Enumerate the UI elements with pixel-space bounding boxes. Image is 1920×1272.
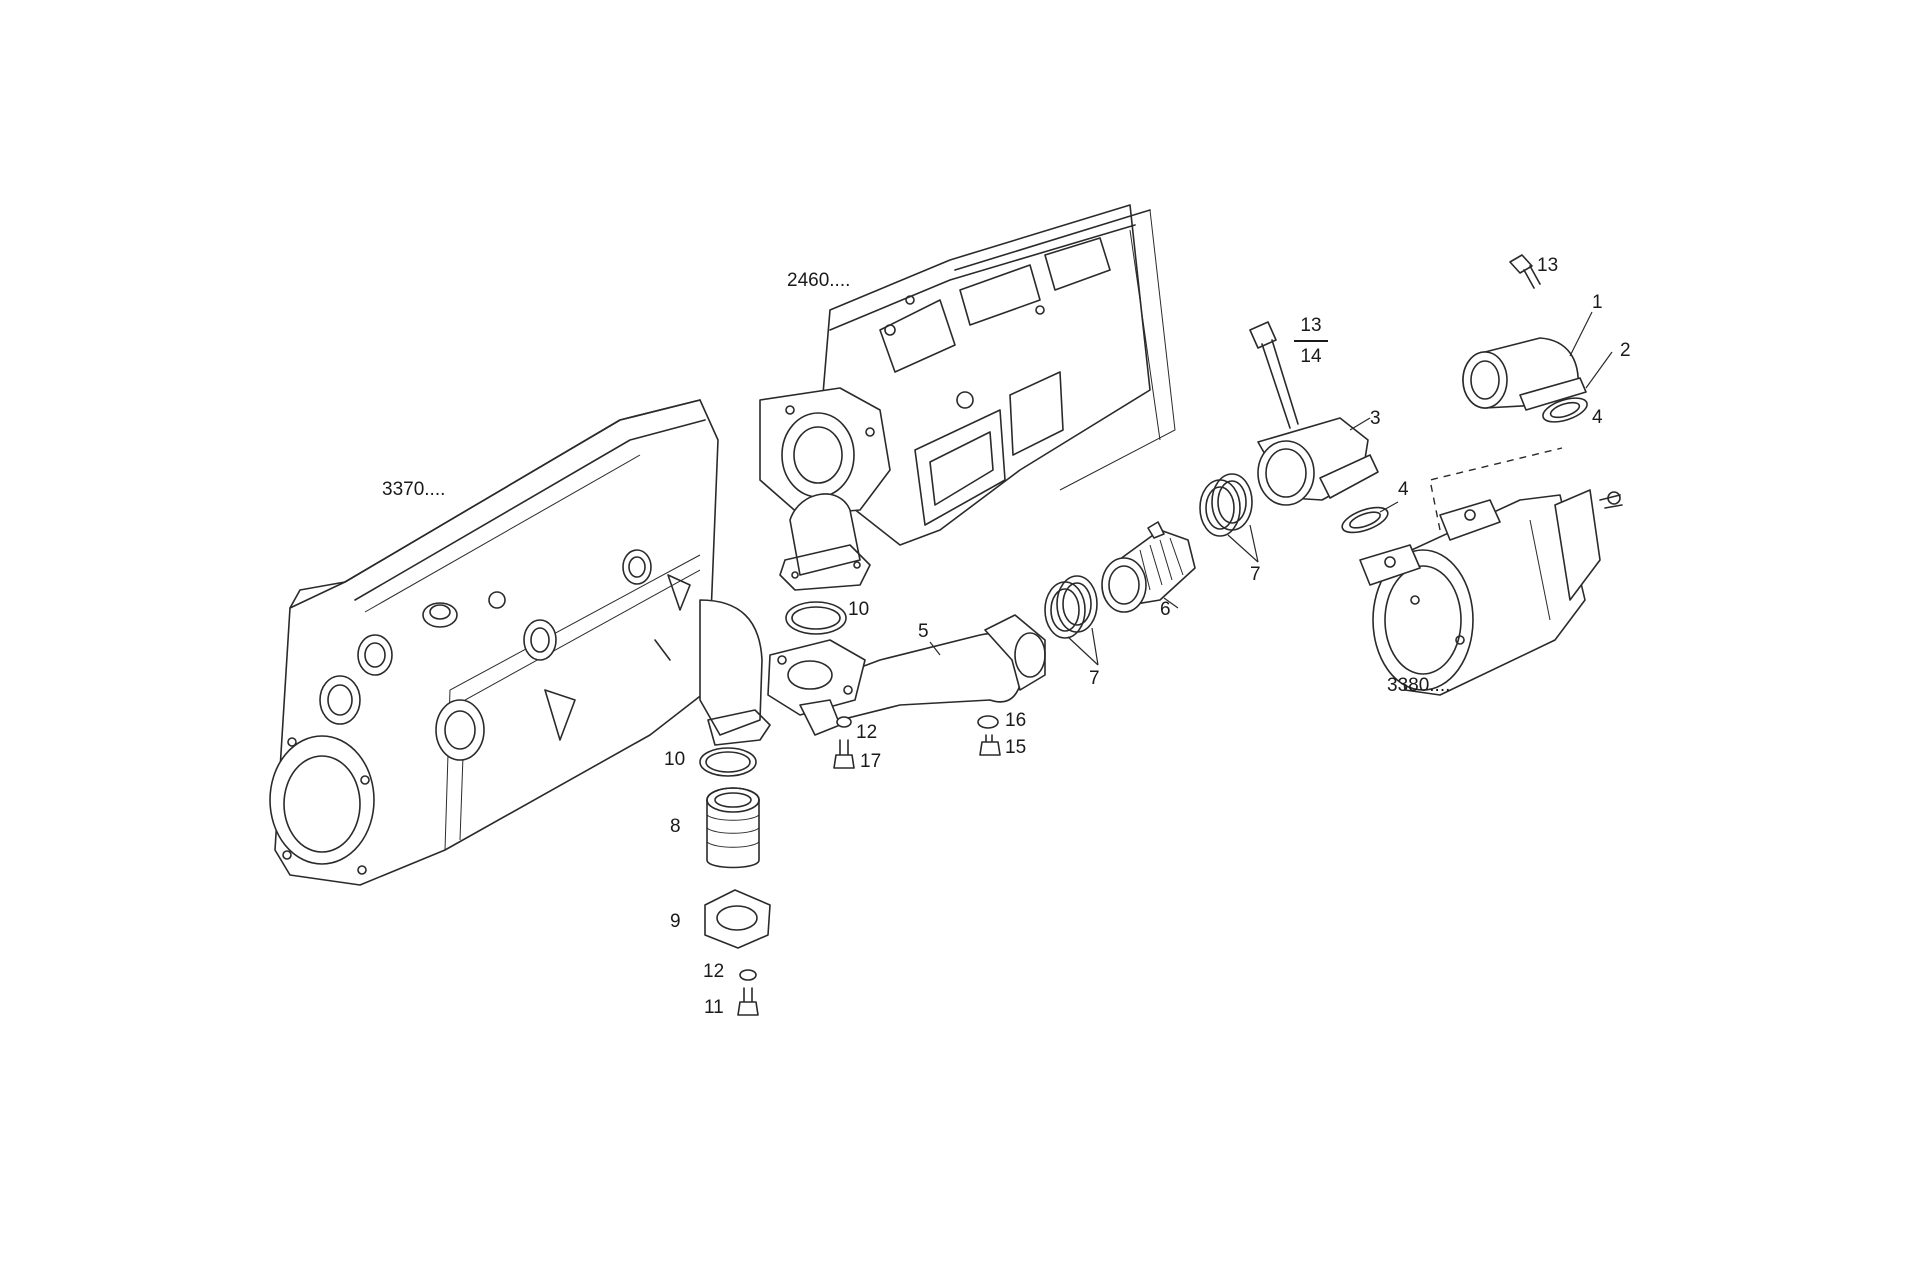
callout-6: 6 [1160, 599, 1171, 620]
part-11-bolt [737, 987, 759, 1016]
fraction-bar [1294, 340, 1328, 342]
callout-10-lower: 10 [664, 749, 686, 770]
unit-3380 [1359, 489, 1623, 696]
part-9-flange [704, 889, 771, 949]
callout-16: 16 [1005, 710, 1027, 731]
callout-13-top: 13 [1537, 255, 1559, 276]
part-10-gasket-lower [699, 747, 757, 777]
callout-7-upper: 7 [1250, 564, 1261, 585]
callout-13-numerator: 13 [1300, 315, 1322, 336]
part-15-nut [979, 734, 1001, 756]
callout-11: 11 [704, 997, 724, 1018]
part-4-gasket-right [1542, 397, 1588, 423]
callout-13-14: 13 14 [1294, 316, 1328, 366]
callout-3: 3 [1370, 408, 1381, 429]
callout-5: 5 [918, 621, 929, 642]
part-12-washer-mid [836, 716, 852, 728]
callout-12-lower: 12 [703, 961, 725, 982]
callout-15: 15 [1005, 737, 1027, 758]
label-3380: 3380.... [1387, 675, 1451, 696]
callout-4-right: 4 [1592, 407, 1603, 428]
callout-2: 2 [1620, 340, 1631, 361]
part-8-coupling [706, 787, 760, 869]
callout-14-denominator: 14 [1300, 345, 1322, 367]
part-12-washer-lower [739, 969, 757, 981]
housing-3370 [269, 399, 771, 886]
part-13-14-bolt [1249, 321, 1299, 429]
callout-10-upper: 10 [848, 599, 870, 620]
callout-4-mid: 4 [1398, 479, 1409, 500]
part-5-pipe [767, 614, 1046, 736]
part-1-elbow [1462, 337, 1587, 411]
leader-dashed [1429, 447, 1563, 531]
callout-7-lower: 7 [1089, 668, 1100, 689]
callout-17: 17 [860, 751, 882, 772]
label-2460: 2460.... [787, 270, 851, 291]
part-16-washer [977, 715, 999, 729]
part-6-sleeve [1101, 521, 1196, 613]
part-13-bolt-top [1509, 254, 1541, 289]
part-7-orings-lower [1044, 575, 1098, 639]
callout-1: 1 [1592, 292, 1603, 313]
callout-8: 8 [670, 816, 681, 837]
label-3370: 3370.... [382, 479, 446, 500]
casing-2460 [759, 204, 1176, 591]
callout-9: 9 [670, 911, 681, 932]
part-3-elbow [1257, 417, 1379, 506]
callout-12-mid: 12 [856, 722, 878, 743]
part-17-bolt [833, 739, 855, 769]
part-4-gasket-mid [1341, 506, 1389, 534]
part-7-orings-upper [1199, 473, 1253, 537]
part-10-gasket-upper [785, 601, 847, 635]
